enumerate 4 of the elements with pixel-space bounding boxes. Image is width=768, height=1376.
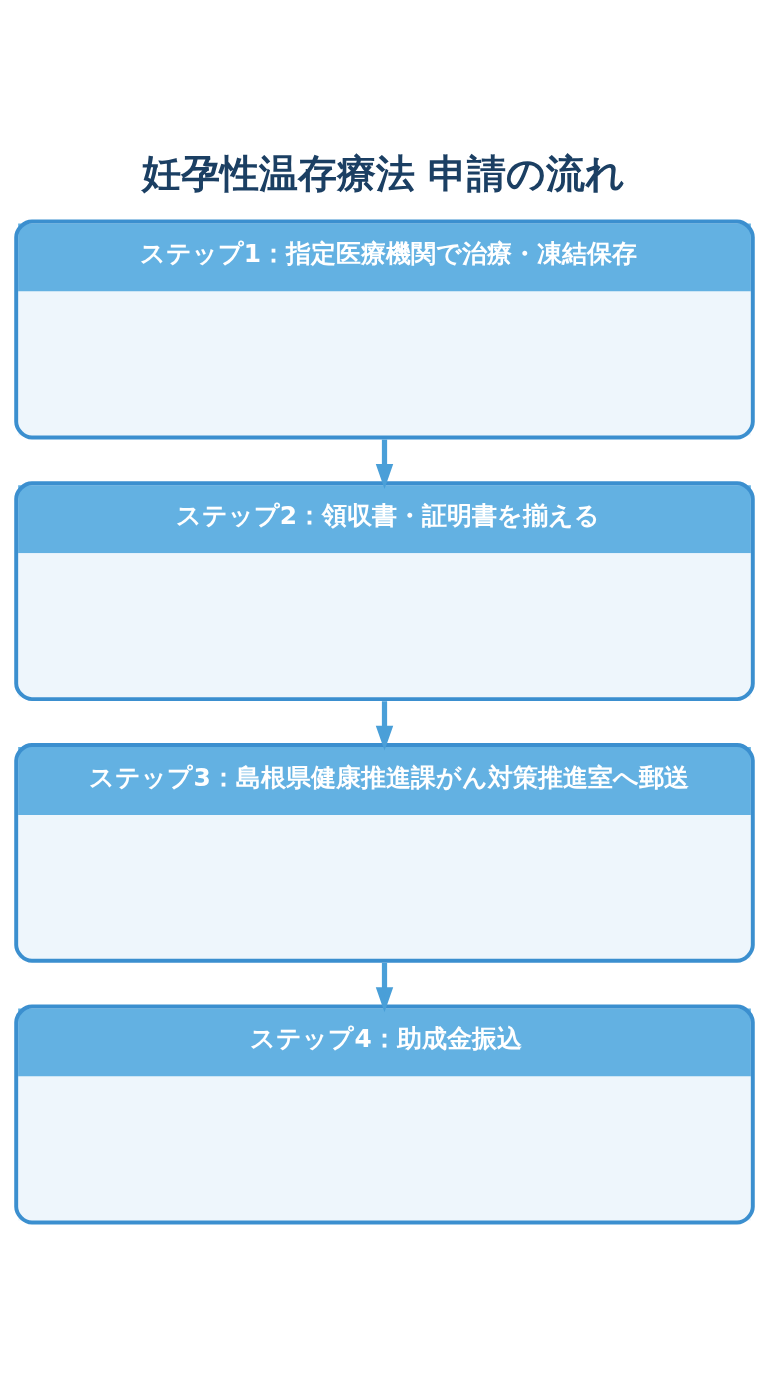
arrow bbox=[375, 701, 393, 751]
arrow bbox=[375, 962, 393, 1013]
diagram-title: 妊孕性温存療法 申請の流れ bbox=[141, 150, 625, 196]
arrow bbox=[375, 439, 393, 489]
